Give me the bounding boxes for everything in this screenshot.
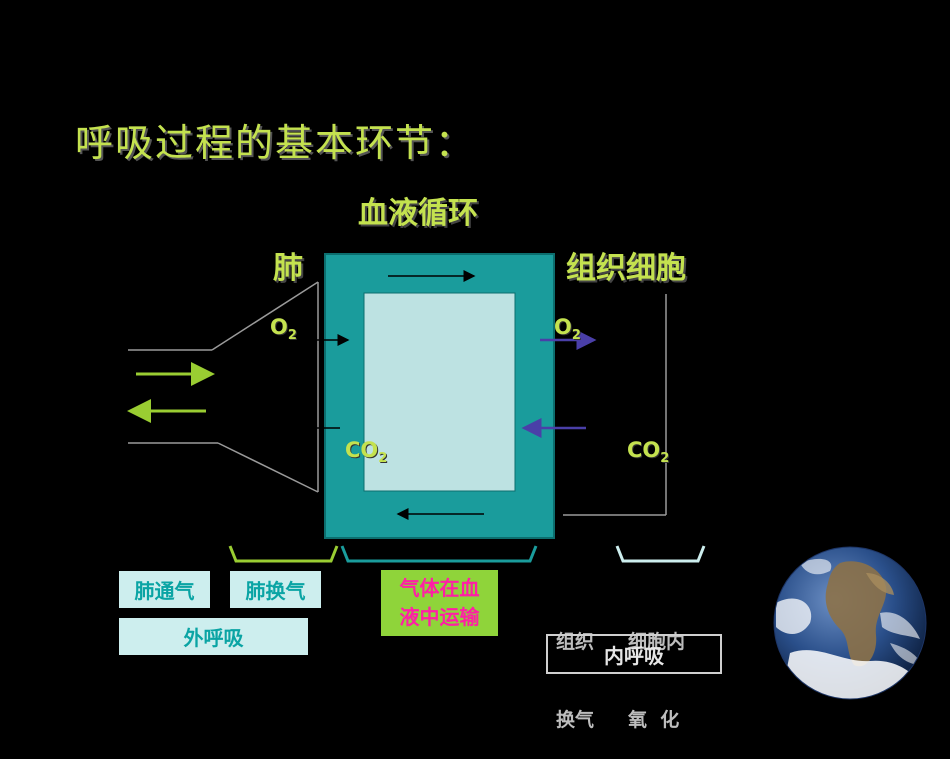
bracket-internal <box>615 545 706 563</box>
airway-outline <box>128 281 319 493</box>
lung-label: 肺 <box>273 251 303 286</box>
co2-label-tissue: CO2 <box>627 438 670 467</box>
tissue-exchange-line2: 换气 <box>556 709 595 731</box>
bracket-external <box>228 545 339 563</box>
lung-exchange-box: 肺换气 <box>230 571 321 608</box>
page-title: 呼吸过程的基本环节： <box>75 121 476 165</box>
respiration-diagram <box>127 253 706 563</box>
blood-transport-line2: 液中运输 <box>399 605 480 629</box>
external-respiration-box: 外呼吸 <box>119 618 308 655</box>
blood-circulation-label: 血液循环 <box>358 196 478 231</box>
lung-ventilation-box: 肺通气 <box>119 571 210 608</box>
cell-oxidation-line1: 细胞内 <box>628 631 686 653</box>
earth-globe-icon <box>773 546 927 700</box>
blood-transport-line1: 气体在血 <box>399 576 480 600</box>
circulation-inner <box>363 292 516 492</box>
tissue-cells-label: 组织细胞 <box>566 251 686 286</box>
bracket-transport <box>340 545 538 563</box>
o2-label-tissue: O2 <box>554 315 581 344</box>
internal-respiration-box: 内呼吸 <box>546 634 722 674</box>
o2-label-lung: O2 <box>270 315 297 344</box>
co2-label-lung: CO2 <box>345 438 388 467</box>
cell-oxidation-line2: 氧 化 <box>628 709 680 731</box>
blood-transport-box: 气体在血 液中运输 <box>381 570 498 636</box>
tissue-cell-outline <box>563 294 667 516</box>
tissue-exchange-line1: 组织 <box>556 631 595 653</box>
